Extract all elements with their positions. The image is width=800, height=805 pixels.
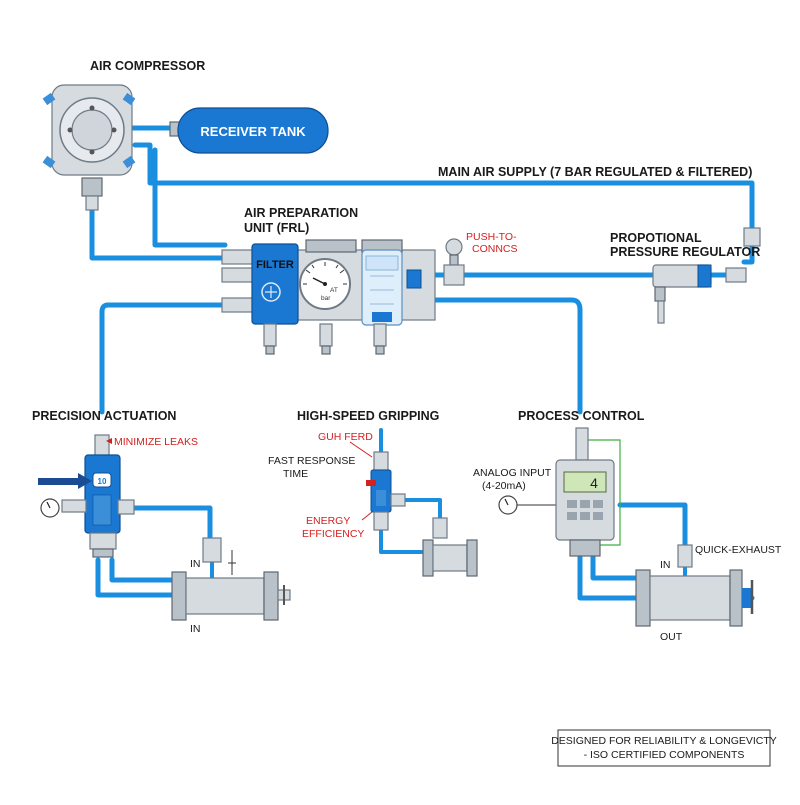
pipe-gripping-side bbox=[393, 498, 442, 522]
gripper-cylinder bbox=[422, 539, 478, 577]
in-label-left-bottom: IN bbox=[190, 623, 201, 635]
push-to-label-2: CONNCS bbox=[472, 243, 518, 255]
pipe-precision-to-valve bbox=[115, 505, 213, 543]
pipe-gripping-to-gripper bbox=[379, 526, 427, 554]
process-cylinder bbox=[635, 569, 754, 627]
pipe-to-precision bbox=[99, 302, 228, 415]
precision-flow-valve bbox=[202, 537, 222, 563]
push-to-connect-fitting bbox=[443, 238, 465, 286]
pipe-network bbox=[89, 125, 755, 601]
quick-exhaust-fitting bbox=[677, 544, 693, 568]
in-label-left-top: IN bbox=[190, 558, 201, 570]
high-speed-gripping-label: HIGH-SPEED GRIPPING bbox=[297, 409, 439, 423]
quick-exhaust-label: QUICK-EXHAUST bbox=[695, 544, 782, 556]
precision-valve: 10 bbox=[61, 434, 135, 558]
main-supply-fitting-b bbox=[725, 267, 747, 283]
air-prep-label-1: AIR PREPARATION bbox=[244, 206, 358, 220]
frl-unit: FILTER AT bar bbox=[221, 239, 436, 355]
pipe-compressor-to-frl bbox=[89, 207, 228, 261]
frl-fitting-2 bbox=[221, 267, 255, 283]
air-compressor bbox=[42, 84, 136, 211]
out-label-right: OUT bbox=[660, 631, 683, 643]
filter-label: FILTER bbox=[256, 259, 294, 271]
prop-reg-label-2: PRESSURE REGULATOR bbox=[610, 245, 760, 259]
receiver-tank: RECEIVER TANK bbox=[169, 107, 329, 154]
prop-reg-label-1: PROPOTIONAL bbox=[610, 231, 702, 245]
proportional-regulator bbox=[652, 264, 712, 324]
pipe-precision-to-cylinder-a bbox=[95, 557, 178, 598]
signal-wire bbox=[588, 439, 621, 546]
gauge-text-1: AT bbox=[330, 287, 338, 294]
footer-line-2: - ISO CERTIFIED COMPONENTS bbox=[584, 749, 745, 761]
fast-response-label-2: TIME bbox=[283, 468, 308, 480]
receiver-tank-label: RECEIVER TANK bbox=[200, 124, 306, 139]
process-controller: 4 bbox=[555, 427, 615, 557]
main-air-supply-label: MAIN AIR SUPPLY (7 BAR REGULATED & FILTE… bbox=[438, 165, 752, 179]
minimize-leaks-label: MINIMIZE LEAKS bbox=[114, 436, 198, 448]
pipe-to-process bbox=[407, 297, 583, 415]
display-value: 4 bbox=[590, 475, 598, 491]
frl-fitting-1 bbox=[221, 249, 255, 265]
push-fitting-knob bbox=[445, 238, 463, 256]
pipe-precision-to-cylinder-b bbox=[109, 557, 178, 583]
arrow-right-icon bbox=[38, 473, 92, 489]
gripping-fitting bbox=[432, 517, 448, 539]
precision-cylinder bbox=[171, 571, 291, 621]
air-prep-label-2: UNIT (FRL) bbox=[244, 221, 309, 235]
pipe-supply-to-frl bbox=[152, 147, 228, 248]
analog-input-label-2: (4-20mA) bbox=[482, 480, 526, 492]
precision-actuation-label: PRECISION ACTUATION bbox=[32, 409, 176, 423]
pressure-gauge-icon bbox=[40, 498, 60, 518]
footer-line-1: DESIGNED FOR RELIABILITY & LONGEVICTY bbox=[551, 735, 777, 747]
air-compressor-label: AIR COMPRESSOR bbox=[90, 59, 205, 73]
analog-input-label-1: ANALOG INPUT bbox=[473, 467, 552, 479]
footer-box bbox=[557, 729, 771, 767]
frl-fitting-3 bbox=[221, 297, 255, 313]
pipe-process-to-cylinder-a bbox=[577, 552, 643, 601]
in-label-right: IN bbox=[660, 559, 671, 571]
gripping-valve bbox=[366, 451, 406, 531]
main-supply-fitting bbox=[743, 227, 761, 247]
energy-label-2: EFFICIENCY bbox=[302, 528, 364, 540]
process-control-label: PROCESS CONTROL bbox=[518, 409, 645, 423]
pipe-process-to-cylinder-b bbox=[590, 552, 643, 581]
gauge-text-2: bar bbox=[321, 295, 331, 302]
push-to-label-1: PUSH-TO- bbox=[466, 231, 517, 243]
pipe-process-to-exhaust bbox=[617, 502, 688, 551]
guh-ferd-label: GUH FERD bbox=[318, 431, 373, 443]
pressure-gauge-icon bbox=[498, 495, 518, 515]
fast-response-label-1: FAST RESPONSE bbox=[268, 455, 355, 467]
pipe-main-supply-drop bbox=[741, 243, 755, 265]
pipe-main-supply bbox=[132, 142, 755, 235]
svg-text:10: 10 bbox=[98, 477, 107, 486]
energy-label-1: ENERGY bbox=[306, 515, 350, 527]
filter-symbol-icon bbox=[261, 282, 281, 302]
